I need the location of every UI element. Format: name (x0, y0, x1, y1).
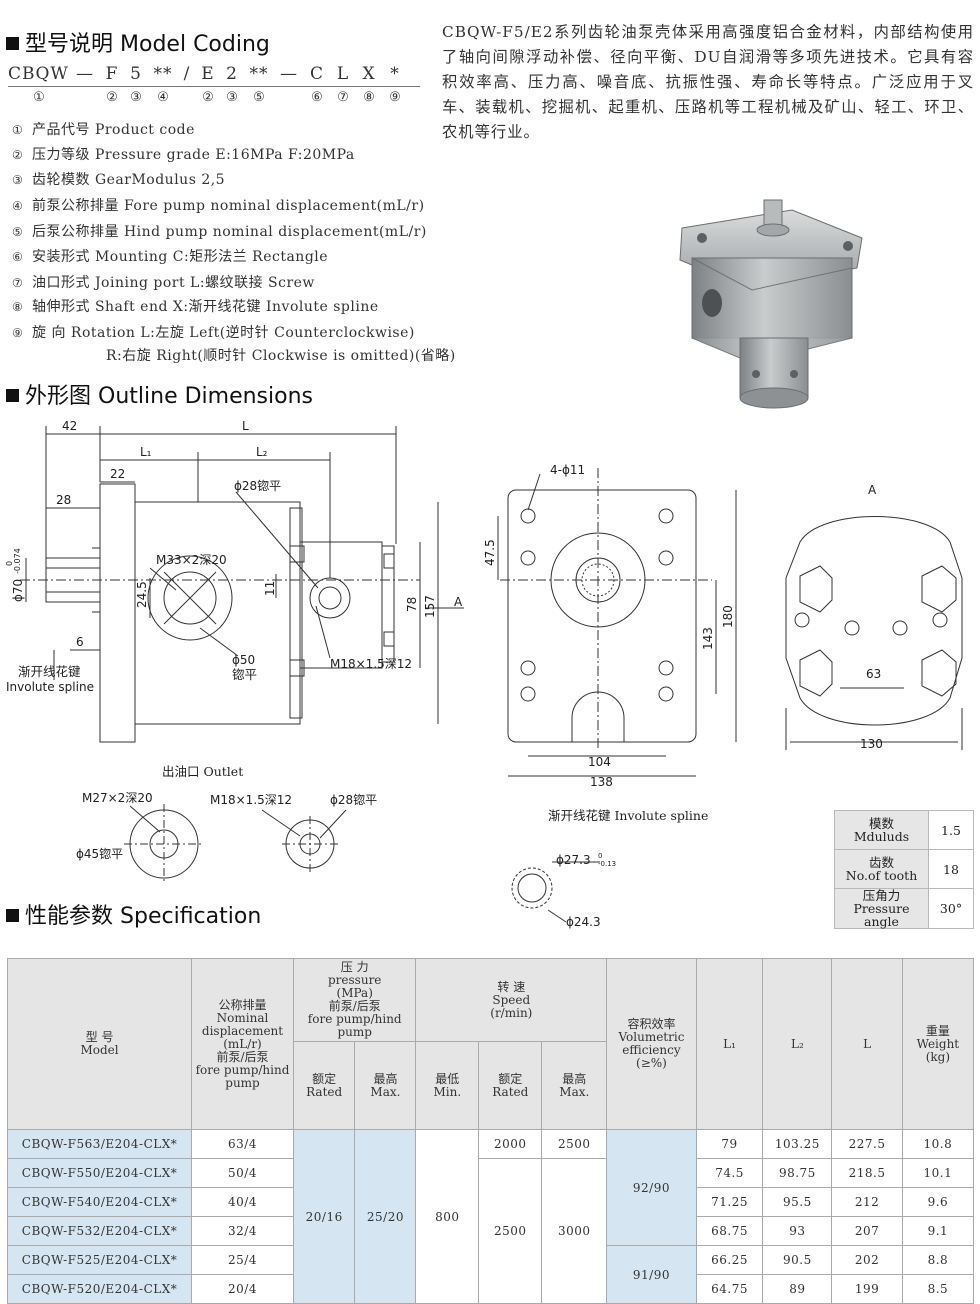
view-label-a: A (868, 483, 877, 497)
label-phi28: ϕ28锪平 (234, 478, 281, 493)
label-outlet: 出油口 Outlet (162, 764, 243, 779)
table-row: CBQW-F563/E204-CLX* 63/4 20/16 25/20 800… (6, 1129, 975, 1304)
view-arrow-a: A (454, 595, 463, 609)
pump-photo (679, 199, 863, 409)
dim-28: 28 (56, 493, 71, 507)
dim-L1: L₁ (140, 445, 152, 459)
label-phi50-spotface: 锪平 (232, 667, 257, 682)
dim-L: L (242, 419, 249, 433)
dim-24-5: 24.5 (135, 581, 149, 608)
label-phi27-tol: 0 (598, 852, 602, 860)
dim-47-5: 47.5 (483, 539, 497, 566)
dim-63: 63 (866, 667, 881, 681)
label-phi45: ϕ45锪平 (76, 846, 123, 861)
label-phi27-tol2: -0.13 (598, 860, 616, 868)
table-row: CBQW-F540/E204-CLX* 40/4 71.25 95.5 212 … (6, 1187, 975, 1217)
label-spline-detail: 渐开线花键 Involute spline (548, 808, 708, 823)
outlet-detail-drawings (124, 804, 347, 884)
model-coding-title: 型号说明 Model Coding (6, 26, 270, 58)
dim-143: 143 (701, 627, 715, 650)
label-m18-outlet: M18×1.5深12 (210, 793, 292, 807)
outline-title: 外形图 Outline Dimensions (6, 378, 313, 410)
label-m33: M33×2深20 (156, 553, 227, 567)
front-view-drawing (497, 468, 737, 777)
dim-130: 130 (860, 737, 883, 751)
dim-6: 6 (76, 635, 84, 649)
label-phi24: ϕ24.3 (566, 915, 601, 929)
label-spline-zh: 渐开线花键 (18, 664, 81, 679)
legend-item-continued: R:右旋 Right(顺时针 Clockwise is omitted)(省略) (106, 348, 456, 364)
table-row: CBQW-F525/E204-CLX* 25/4 91/90 66.25 90.… (6, 1245, 975, 1304)
label-phi28-outlet: ϕ28锪平 (330, 792, 377, 807)
dim-157: 157 (423, 595, 437, 618)
dim-L2: L₂ (256, 445, 268, 459)
dim-4-holes: 4-ϕ11 (550, 463, 585, 477)
label-phi70: ϕ70 (11, 579, 25, 602)
rear-view-drawing (785, 516, 963, 750)
dim-180: 180 (721, 605, 735, 628)
table-row: CBQW-F532/E204-CLX* 32/4 68.75 93 207 9.… (6, 1216, 975, 1246)
specification-title: 性能参数 Specification (6, 898, 261, 930)
square-bullet-icon (6, 37, 19, 50)
label-m27: M27×2深20 (82, 791, 153, 805)
dim-42: 42 (62, 419, 77, 433)
label-phi27: ϕ27.3 (556, 853, 591, 867)
dim-22: 22 (110, 467, 125, 481)
dim-104: 104 (588, 755, 611, 769)
code-underline (8, 86, 420, 87)
square-bullet-icon (6, 909, 19, 922)
outline-drawings: 42 L L₁ L₂ 22 28 6 24.5 11 78 157 A ϕ70 … (5, 419, 963, 929)
table-row: CBQW-F550/E204-CLX* 50/4 2500 3000 74.5 … (6, 1158, 975, 1304)
dim-78: 78 (405, 597, 419, 612)
label-m18: M18×1.5深12 (330, 657, 412, 671)
dim-11: 11 (263, 581, 277, 596)
spline-detail-drawing (511, 861, 600, 923)
label-phi50: ϕ50 (232, 653, 255, 667)
label-phi70-tol2: -0.074 (13, 548, 22, 574)
dim-138: 138 (590, 775, 613, 789)
label-phi70-tol: 0 (5, 561, 14, 566)
label-spline-en: Involute spline (6, 680, 94, 694)
side-view-drawing (20, 426, 464, 743)
product-intro: CBQW-F5/E2系列齿轮油泵壳体采用高强度铝合金材料，内部结构使用了轴向间隙… (442, 23, 974, 141)
square-bullet-icon (6, 389, 19, 402)
